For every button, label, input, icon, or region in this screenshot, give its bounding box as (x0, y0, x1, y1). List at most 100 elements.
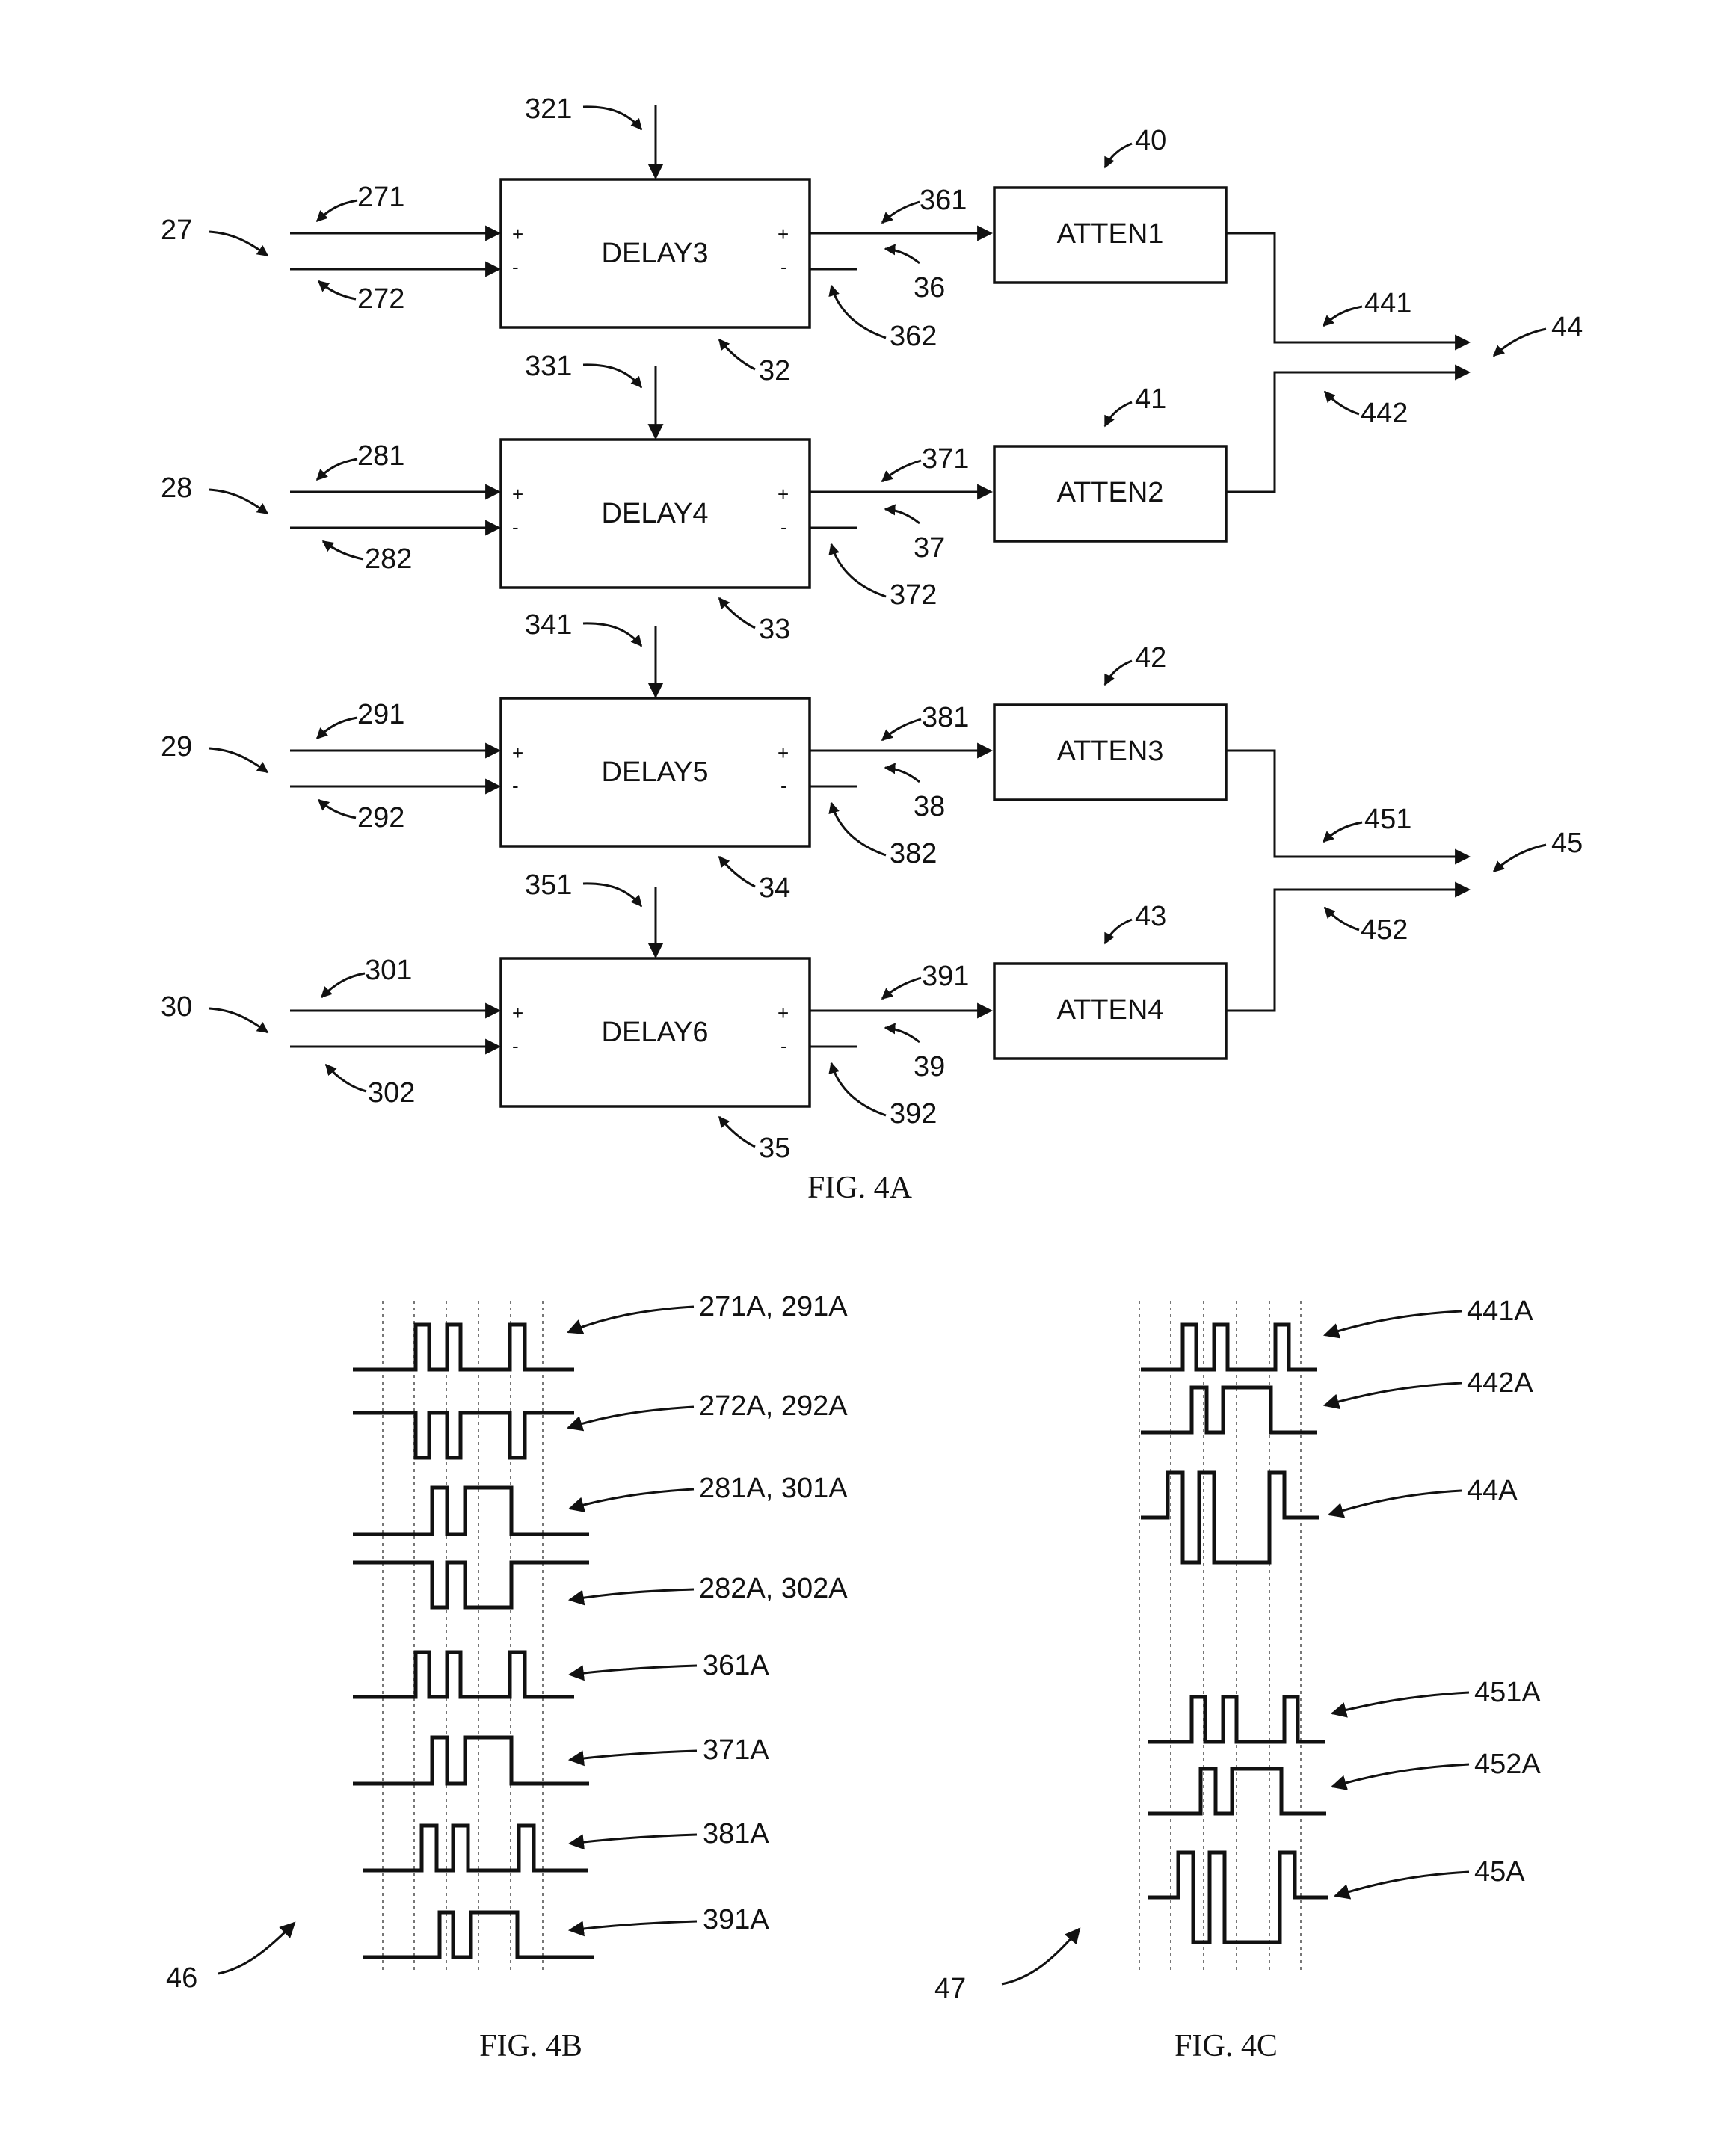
fig-4b-caption: FIG. 4B (479, 2029, 582, 2063)
fig-4c-ref: 47 (934, 1973, 966, 2004)
block-ref-label: 33 (759, 614, 790, 645)
group-label: 27 (161, 215, 192, 246)
waveform-281a-301a (353, 1488, 589, 1534)
delay-block-label: DELAY4 (602, 498, 709, 529)
group-label: 29 (161, 731, 192, 763)
waveform-271a-291a (353, 1325, 574, 1370)
label-451a: 451A (1474, 1677, 1541, 1708)
attenuator-label: ATTEN4 (1057, 994, 1164, 1026)
output-neg-leader (831, 544, 886, 597)
label-381a: 381A (703, 1818, 769, 1849)
label-371a: 371A (703, 1734, 769, 1766)
leader-442a (1325, 1383, 1462, 1405)
bus-line-a (1226, 233, 1469, 342)
out-plus-sign: + (778, 742, 789, 764)
attenuator-ref-label: 43 (1135, 901, 1166, 932)
leader-391a (570, 1921, 697, 1930)
delay-stage-delay6: 351 DELAY6 + - + - 30 301 302 391 39 392… (161, 869, 1226, 1164)
output-neg-label: 362 (890, 321, 937, 352)
bus-line-b (1226, 372, 1469, 492)
leader-371a (570, 1751, 697, 1760)
bus-line-b-leader (1325, 392, 1359, 414)
timing-grid (383, 1301, 543, 1974)
leader-272a-292a (568, 1407, 694, 1428)
output-node-label: 38 (914, 791, 945, 822)
ctrl-leader (583, 365, 641, 387)
output-neg-label: 392 (890, 1098, 937, 1130)
input-neg-label: 302 (368, 1077, 415, 1109)
label-271a-291a: 271A, 291A (699, 1291, 848, 1322)
output-neg-label: 372 (890, 579, 937, 611)
bus-line-b-leader (1325, 908, 1359, 930)
ctrl-label: 341 (525, 609, 572, 641)
leader-361a (570, 1666, 697, 1675)
attenuator-label: ATTEN2 (1057, 477, 1164, 508)
output-pos-leader (882, 719, 921, 740)
input-neg-label: 292 (357, 802, 404, 834)
out-minus-sign: - (780, 774, 787, 797)
output-node-leader (885, 509, 920, 523)
ctrl-label: 321 (525, 93, 572, 125)
attenuator-ref-leader (1105, 661, 1132, 685)
output-bus-44: 441 442 44 (1226, 233, 1583, 492)
input-neg-label: 272 (357, 283, 404, 315)
bus-leader (1494, 845, 1546, 872)
delay-stage-delay4: 331 DELAY4 + - + - 28 281 282 371 37 372… (161, 351, 1226, 645)
in-minus-sign: - (512, 256, 519, 278)
block-ref-leader (719, 1117, 755, 1147)
input-pos-leader (321, 973, 365, 997)
output-neg-leader (831, 286, 886, 338)
leader-441a (1325, 1311, 1462, 1335)
output-pos-leader (882, 202, 920, 223)
waveform-272a-292a (353, 1413, 574, 1458)
waveform-441a (1141, 1325, 1317, 1370)
label-272a-292a: 272A, 292A (699, 1390, 848, 1422)
out-plus-sign: + (778, 223, 789, 245)
input-pos-label: 291 (357, 699, 404, 730)
waveform-381a (363, 1826, 588, 1870)
output-pos-label: 381 (922, 702, 969, 733)
in-minus-sign: - (512, 516, 519, 538)
in-minus-sign: - (512, 1035, 519, 1057)
leader-44a (1329, 1491, 1462, 1515)
input-pos-label: 281 (357, 440, 404, 472)
attenuator-ref-leader (1105, 402, 1132, 426)
output-pos-label: 371 (922, 443, 969, 475)
in-plus-sign: + (512, 223, 523, 245)
output-pos-leader (882, 461, 921, 481)
label-391a: 391A (703, 1904, 769, 1935)
fig-4b-ref-leader (218, 1923, 295, 1974)
ctrl-label: 331 (525, 351, 572, 382)
attenuator-ref-label: 41 (1135, 384, 1166, 415)
input-pos-leader (317, 459, 357, 480)
group-leader (209, 1008, 268, 1032)
group-leader (209, 232, 268, 256)
bus-line-b-label: 452 (1361, 914, 1408, 946)
label-281a-301a: 281A, 301A (699, 1473, 848, 1504)
output-neg-label: 382 (890, 838, 937, 869)
group-label: 28 (161, 472, 192, 504)
bus-line-b-label: 442 (1361, 398, 1408, 429)
attenuator-ref-label: 42 (1135, 642, 1166, 674)
group-label: 30 (161, 991, 192, 1023)
output-neg-leader (831, 803, 886, 855)
input-pos-label: 301 (365, 955, 412, 986)
delay-stage-delay5: 341 DELAY5 + - + - 29 291 292 381 38 382… (161, 609, 1226, 904)
label-44a: 44A (1467, 1475, 1518, 1506)
label-45a: 45A (1474, 1856, 1525, 1888)
output-node-label: 39 (914, 1051, 945, 1082)
block-ref-leader (719, 598, 755, 628)
out-minus-sign: - (780, 256, 787, 278)
label-361a: 361A (703, 1650, 769, 1681)
input-pos-label: 271 (357, 182, 404, 213)
output-pos-label: 361 (920, 185, 967, 216)
delay-block-label: DELAY5 (602, 757, 709, 788)
in-plus-sign: + (512, 483, 523, 505)
leader-381a (570, 1835, 697, 1844)
input-neg-leader (318, 800, 356, 818)
attenuator-label: ATTEN3 (1057, 736, 1164, 767)
output-pos-leader (882, 978, 921, 999)
ctrl-leader (583, 623, 641, 646)
